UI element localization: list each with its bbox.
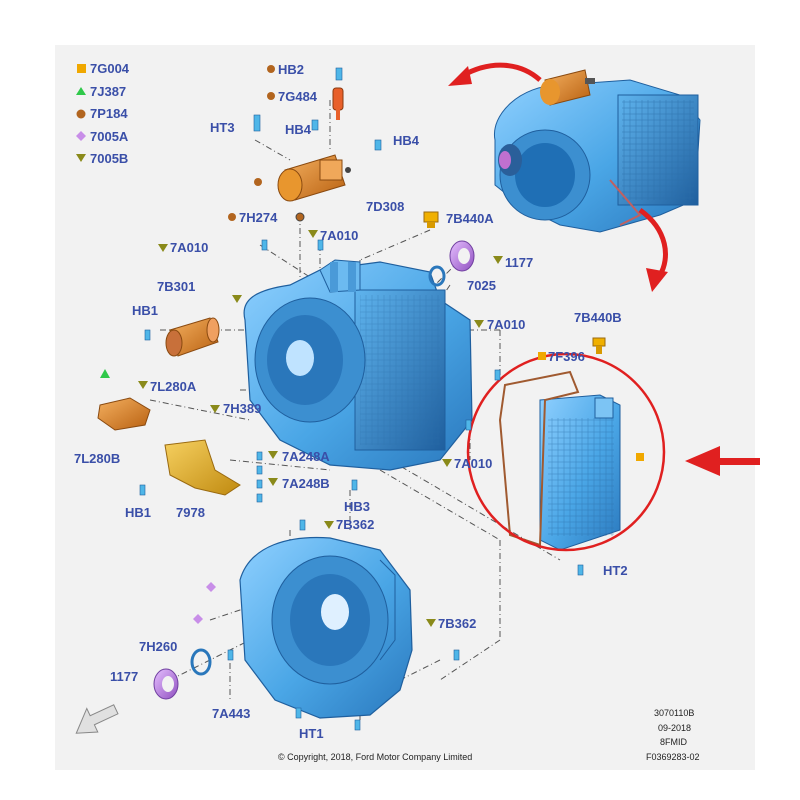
shield-7978 [164, 439, 241, 496]
legend-item-7j387: 7J387 [76, 84, 126, 99]
callout-hb4-left: HB4 [285, 122, 312, 137]
callout-7f396: 7F396 [548, 349, 585, 364]
seal-1177-lower [153, 668, 179, 700]
cap-7b440a [423, 211, 439, 228]
diamond-icon [76, 131, 86, 141]
circle-icon [76, 109, 86, 119]
front-direction-arrow-icon [75, 704, 119, 734]
callout-7b301: 7B301 [157, 279, 195, 294]
callout-7a010-lower: 7A010 [454, 456, 492, 471]
callout-7h260: 7H260 [139, 639, 177, 654]
bell-housing [239, 536, 413, 719]
sensor-7g484 [332, 87, 344, 120]
callout-7b362-upper: 7B362 [336, 517, 374, 532]
callout-ht2: HT2 [603, 563, 628, 578]
callout-7978: 7978 [176, 505, 205, 520]
seal-1177-upper [449, 240, 475, 272]
legend-label: 7005A [90, 129, 129, 144]
callout-hb2: HB2 [278, 62, 304, 77]
red-arrow-top [448, 62, 542, 86]
legend-item-7005b: 7005B [76, 151, 128, 166]
cap-7b440b [592, 337, 606, 354]
legend-label: 7J387 [90, 84, 126, 99]
callout-7a010-left: 7A010 [170, 240, 208, 255]
callout-labels: HB2 7G484 HT3 HB4 HB4 7D308 7H274 7B440A… [74, 62, 628, 741]
callout-hb1-upper: HB1 [132, 303, 158, 318]
callout-7l280a: 7L280A [150, 379, 197, 394]
highlight-circle [466, 352, 666, 552]
callout-7a248a: 7A248A [282, 449, 330, 464]
copyright-notice: © Copyright, 2018, Ford Motor Company Li… [278, 752, 472, 762]
assembled-transmission-inset [493, 69, 701, 233]
callout-1177-upper: 1177 [505, 255, 533, 270]
actuator-motor [277, 154, 351, 202]
square-icon [77, 64, 86, 73]
callout-7d308: 7D308 [366, 199, 404, 214]
callout-ht1: HT1 [299, 726, 324, 741]
callout-hb3: HB3 [344, 499, 370, 514]
callout-7a443: 7A443 [212, 706, 250, 721]
callout-7a248b: 7A248B [282, 476, 330, 491]
triangle-down-icon [76, 154, 86, 162]
callout-1177-lower: 1177 [110, 669, 138, 684]
legend-item-7g004: 7G004 [77, 61, 130, 76]
legend-item-7005a: 7005A [76, 129, 129, 144]
callout-7l280b: 7L280B [74, 451, 120, 466]
bolts [139, 67, 584, 731]
callout-hb4-right: HB4 [393, 133, 420, 148]
bracket-7l280 [97, 397, 151, 431]
callout-7b440a: 7B440A [446, 211, 494, 226]
red-arrow-left [685, 446, 760, 476]
callout-7h389: 7H389 [223, 401, 261, 416]
doc-date: 09-2018 [658, 723, 691, 733]
ring-7h260 [190, 648, 212, 676]
callout-7g484: 7G484 [278, 89, 318, 104]
red-arrow-down [638, 207, 668, 292]
callout-7a010-top: 7A010 [320, 228, 358, 243]
callout-7h274: 7H274 [239, 210, 278, 225]
callout-markers [100, 65, 644, 627]
callout-hb1-lower: HB1 [125, 505, 151, 520]
callout-7025: 7025 [467, 278, 496, 293]
legend-label: 7P184 [90, 106, 128, 121]
legend: 7G004 7J387 7P184 7005A 7005B [76, 61, 130, 166]
doc-code: F0369283-02 [646, 752, 700, 762]
cylinder-7b301 [165, 317, 220, 357]
callout-7b440b: 7B440B [574, 310, 622, 325]
legend-label: 7G004 [90, 61, 130, 76]
transmission-control-module [498, 370, 621, 551]
document-codes: 3070110B 09-2018 8FMID F0369283-02 [646, 708, 700, 762]
ring-7025 [428, 265, 446, 287]
triangle-up-icon [76, 87, 86, 95]
callout-7b362-lower: 7B362 [438, 616, 476, 631]
legend-item-7p184: 7P184 [76, 106, 128, 121]
doc-code: 8FMID [660, 737, 688, 747]
callout-ht3: HT3 [210, 120, 235, 135]
main-transmission-housing [243, 259, 473, 471]
callout-7a010-right: 7A010 [487, 317, 525, 332]
doc-code: 3070110B [654, 708, 694, 718]
legend-label: 7005B [90, 151, 128, 166]
